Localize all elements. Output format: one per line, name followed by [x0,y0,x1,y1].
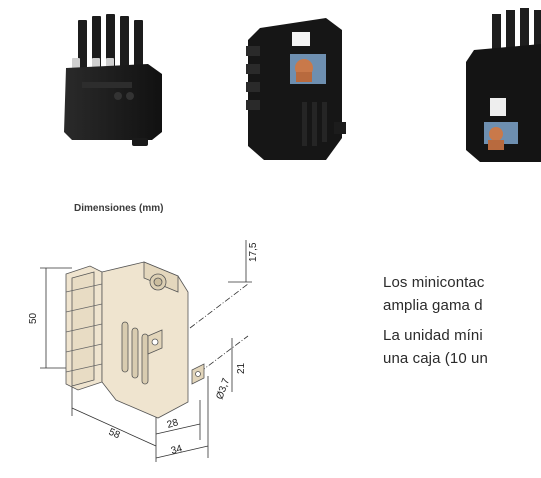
contactor-front-photo [64,14,162,146]
contactor-side-photo [246,18,346,160]
unit-text-line-1: La unidad míni [383,327,483,344]
dim-hole-offset-label: 21 [236,362,247,374]
intro-text-line-1: Los minicontac [383,274,485,291]
contactor-back-photo [466,8,541,162]
dim-width-58-label: 58 [107,427,122,442]
dimension-drawing: 50 17,5 21 Ø3,7 58 28 34 [28,240,258,462]
dim-top-offset-label: 17,5 [248,242,258,262]
dim-depth-34-label: 34 [170,443,184,457]
dimensions-caption: Dimensiones (mm) [74,203,164,214]
dim-height-label: 50 [28,312,39,324]
intro-text-line-2: amplia gama d [383,297,483,314]
dim-depth-28-label: 28 [166,417,180,431]
unit-text-line-2: una caja (10 un [383,350,488,367]
dim-hole-diameter-label: Ø3,7 [214,376,232,401]
